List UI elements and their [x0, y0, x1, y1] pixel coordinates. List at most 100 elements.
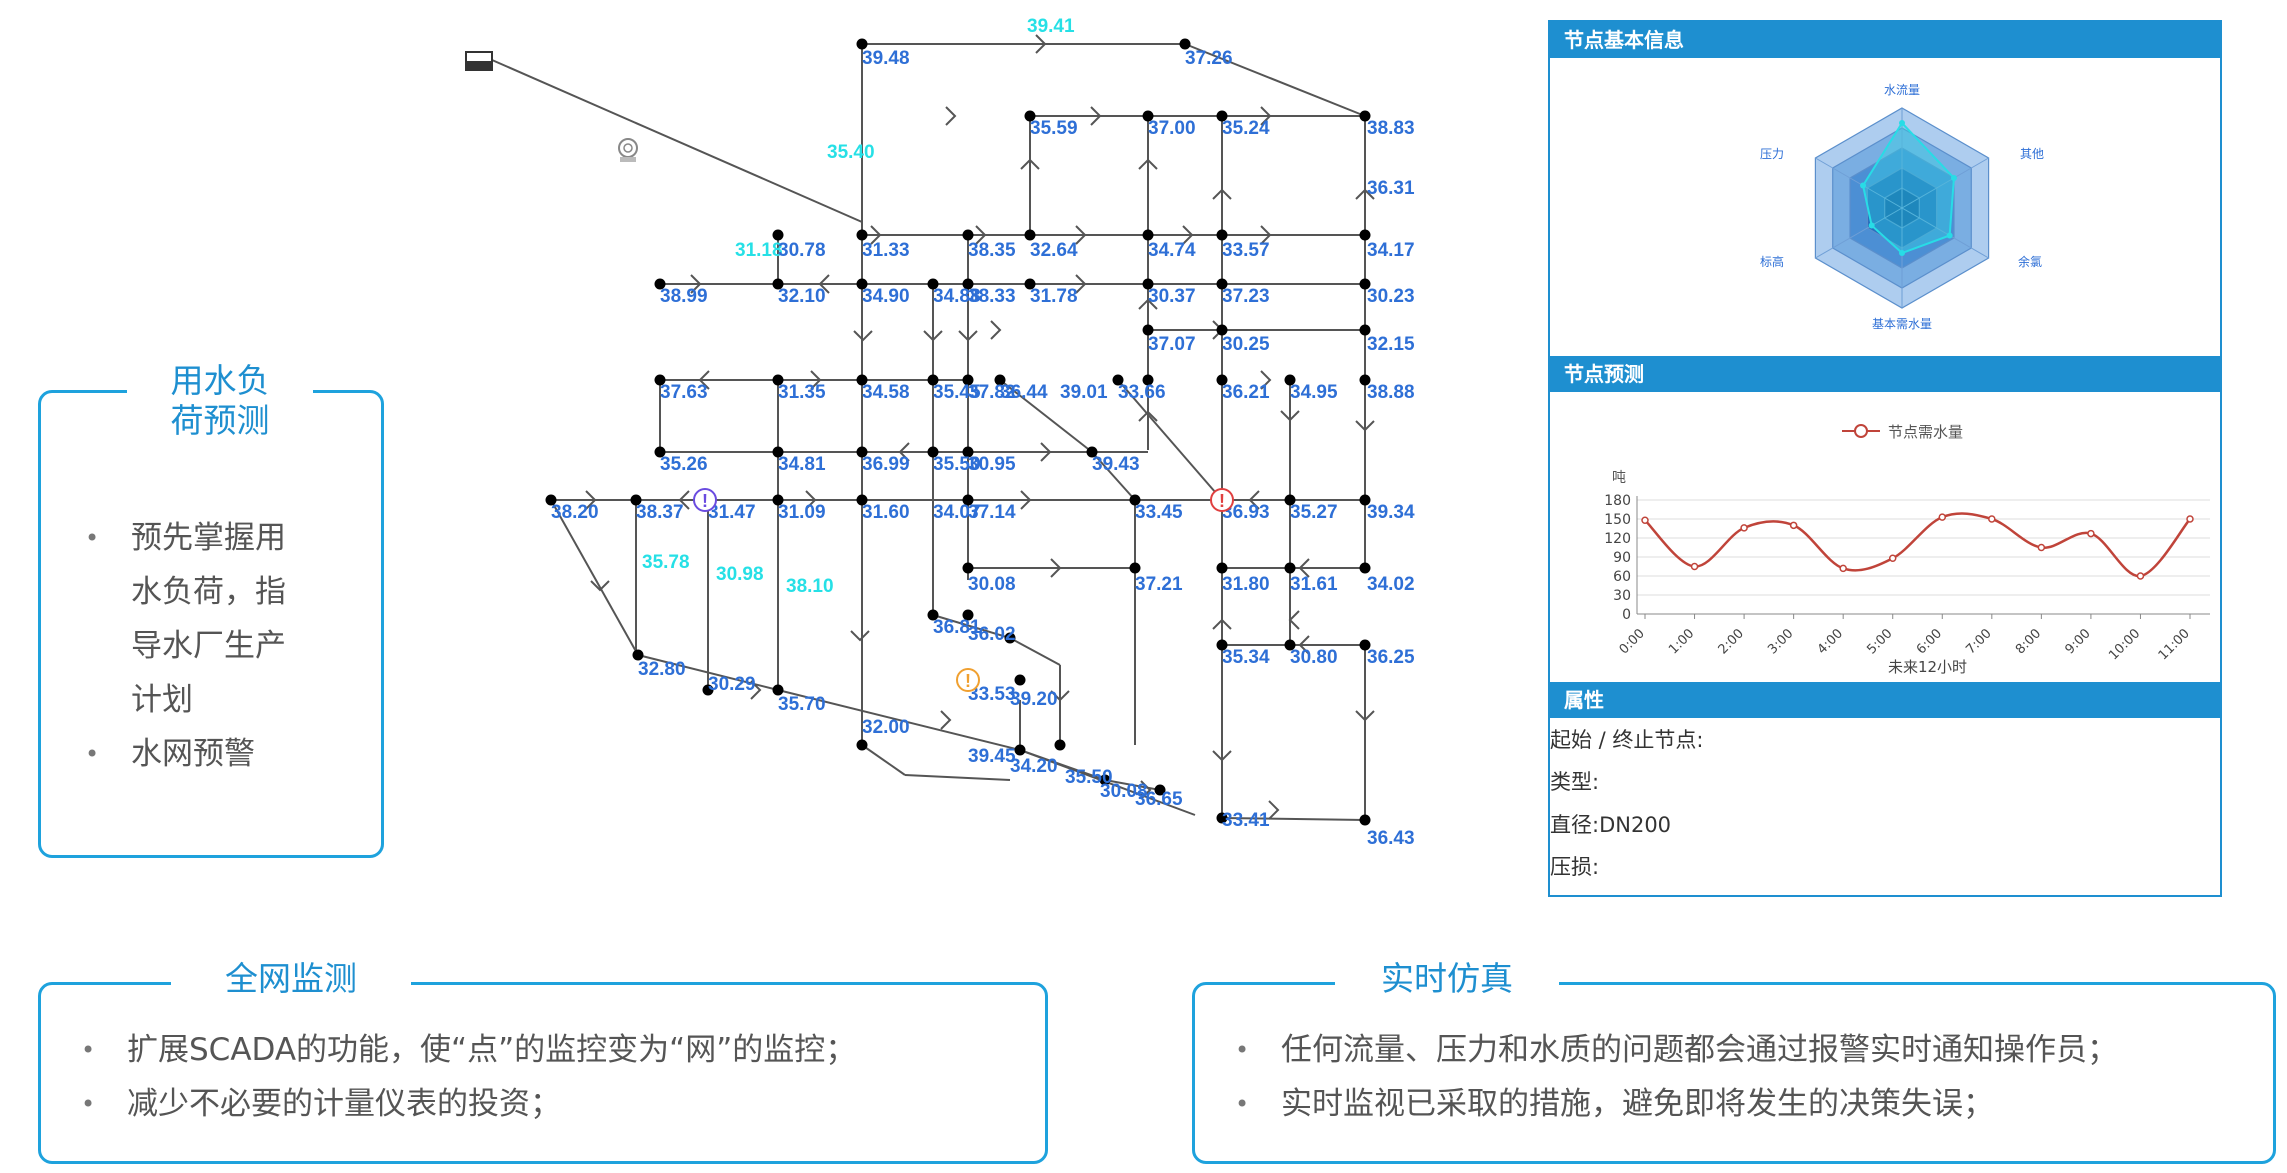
load-forecast-list: 预先掌握用 水负荷，指 导水厂生产 计划 水网预警: [85, 511, 286, 781]
pipe-node: [927, 609, 939, 621]
pipe-node: [1359, 494, 1371, 506]
pipe-node: [1179, 38, 1191, 50]
flow-arrows: [585, 34, 1375, 820]
pipe-node: [1216, 278, 1228, 290]
pipe-node: [962, 494, 974, 506]
pipe-node: [1359, 324, 1371, 336]
pipe-node: [962, 374, 974, 386]
pipe-node: [654, 374, 666, 386]
pipe-node: [856, 494, 868, 506]
node-value-label: 36.43: [1367, 828, 1415, 849]
pipe-node: [772, 229, 784, 241]
node-value-label: 37.82: [968, 382, 1016, 403]
node-value-label: 33.57: [1222, 240, 1270, 261]
pipe-node: [1129, 562, 1141, 574]
pipe-node: [927, 374, 939, 386]
pipe-junctions: [545, 38, 1371, 826]
radar-axis-label: 其他: [2020, 147, 2044, 161]
load-forecast-box: 用水负 荷预测 预先掌握用 水负荷，指 导水厂生产 计划 水网预警: [38, 361, 384, 858]
node-value-label: 30.29: [708, 674, 756, 695]
node-value-label: 30.37: [1148, 286, 1196, 307]
node-value-label: 36.21: [1222, 382, 1270, 403]
node-value-label: 30.95: [968, 454, 1016, 475]
pipe-node: [1054, 739, 1066, 751]
radar-axis-label: 基本需水量: [1872, 317, 1932, 331]
pipe-node: [630, 494, 642, 506]
data-point: [1938, 513, 1947, 521]
network-monitoring-list: 扩展SCADA的功能，使“点”的监控变为“网”的监控； 减少不必要的计量仪表的投…: [81, 1023, 856, 1131]
node-value-label: 35.24: [1222, 118, 1270, 139]
pipe-node: [1359, 110, 1371, 122]
node-value-label: 31.80: [1222, 574, 1270, 595]
properties-header: 属性: [1550, 682, 2220, 718]
alert-icon: !: [1210, 488, 1234, 512]
node-value-label: 35.78: [642, 552, 690, 573]
node-value-label: 35.26: [660, 454, 708, 475]
node-value-label: 30.78: [778, 240, 826, 261]
y-tick-label: 180: [1604, 493, 1631, 509]
svg-text:!: !: [965, 671, 971, 691]
node-value-label: 37.14: [968, 502, 1016, 523]
pipe-node: [994, 374, 1006, 386]
pipe-node: [1284, 639, 1296, 651]
pipe-node: [654, 278, 666, 290]
pipe-node: [1359, 229, 1371, 241]
node-value-label: 31.61: [1290, 574, 1338, 595]
node-value-label: 38.10: [786, 576, 834, 597]
pipe-node: [1142, 278, 1154, 290]
node-value-label: 30.08: [1100, 781, 1148, 802]
network-monitoring-box: 全网监测 扩展SCADA的功能，使“点”的监控变为“网”的监控； 减少不必要的计…: [38, 959, 1048, 1164]
node-value-label: 32.10: [778, 286, 826, 307]
pipe-node: [1142, 374, 1154, 386]
node-value-label: 33.53: [968, 684, 1016, 705]
node-value-label: 31.18: [735, 240, 783, 261]
pipe-node: [1216, 374, 1228, 386]
pump-icon[interactable]: [618, 138, 638, 162]
node-value-label: 34.07: [933, 502, 981, 523]
pipe-node: [1142, 324, 1154, 336]
node-value-label: 34.88: [933, 286, 981, 307]
list-item: 减少不必要的计量仪表的投资；: [81, 1077, 856, 1131]
node-value-label: 36.44: [1000, 382, 1048, 403]
node-value-label: 30.98: [716, 564, 764, 585]
data-point: [1888, 554, 1897, 563]
pipe-node: [1024, 229, 1036, 241]
y-tick-label: 90: [1613, 550, 1631, 566]
radar-axis-label: 压力: [1760, 147, 1784, 161]
pipe-node: [1284, 374, 1296, 386]
node-value-label: 34.74: [1148, 240, 1196, 261]
node-value-label: 30.08: [968, 574, 1016, 595]
pipe-node: [1129, 494, 1141, 506]
node-value-label: 38.20: [551, 502, 599, 523]
pipe-node: [1359, 814, 1371, 826]
pipe-node: [632, 649, 644, 661]
node-value-label: 33.66: [1118, 382, 1166, 403]
pipe-node: [702, 684, 714, 696]
pipe-node: [772, 374, 784, 386]
legend-label: 节点需水量: [1888, 423, 1963, 441]
node-value-label: 36.65: [1135, 789, 1183, 810]
pipe-node: [1112, 374, 1124, 386]
data-point: [1789, 521, 1798, 530]
alert-icon: !: [693, 488, 717, 512]
node-value-label: 34.81: [778, 454, 826, 475]
list-item: 水网预警: [85, 727, 286, 781]
reservoir-icon[interactable]: [465, 51, 493, 71]
node-value-label: 37.21: [1135, 574, 1183, 595]
data-point: [2087, 529, 2095, 538]
x-tick-label: 11:00: [2156, 626, 2193, 663]
node-value-label: 38.37: [636, 502, 684, 523]
pipe-node: [856, 229, 868, 241]
x-tick-label: 9:00: [2062, 626, 2093, 657]
pipe-node: [1086, 446, 1098, 458]
pipe-node: [1004, 632, 1016, 644]
node-value-label: 39.41: [1027, 16, 1075, 37]
node-value-label: 37.07: [1148, 334, 1196, 355]
alert-markers[interactable]: !!!: [693, 488, 1234, 692]
pipe-node: [856, 374, 868, 386]
pipe-node: [962, 446, 974, 458]
